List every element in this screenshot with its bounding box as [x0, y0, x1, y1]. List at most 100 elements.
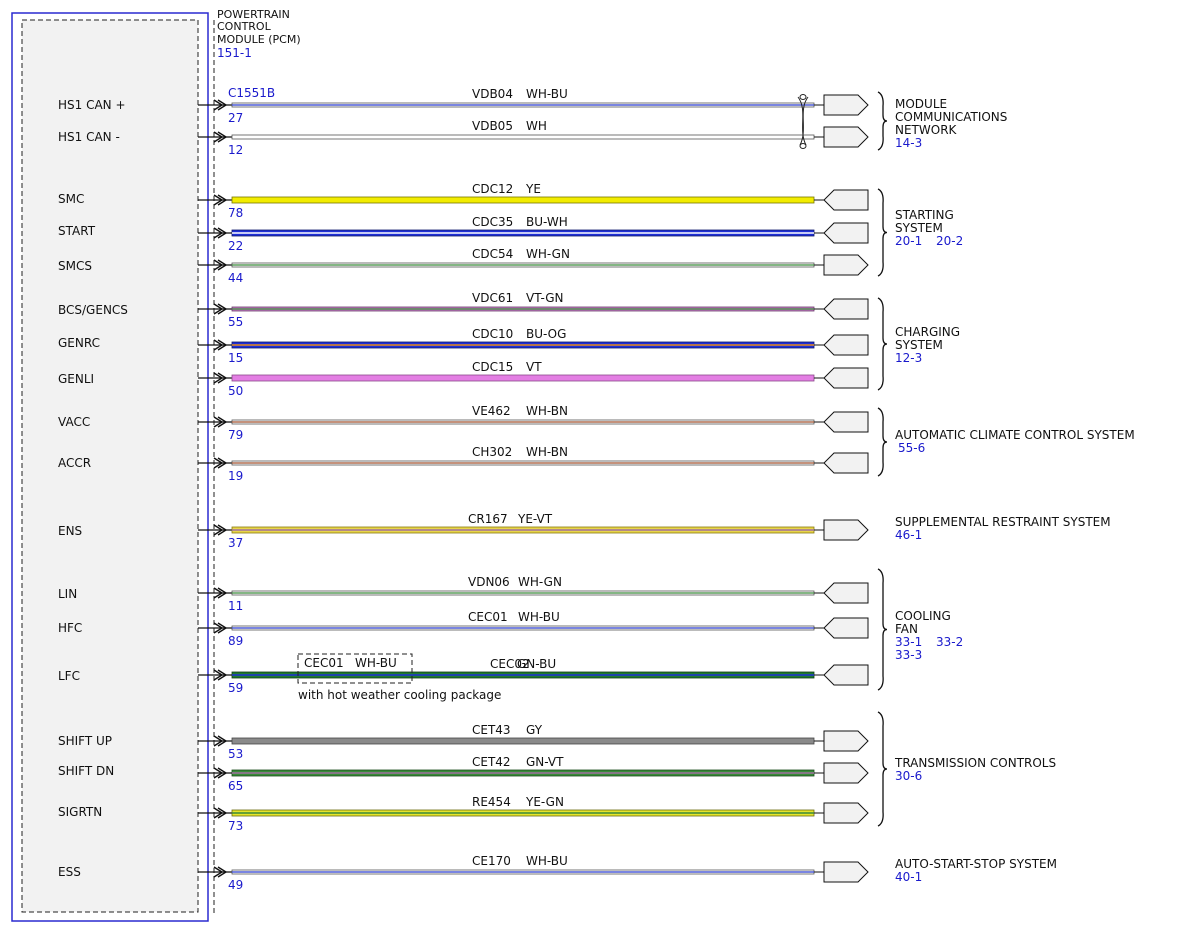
connector-socket-icon — [823, 664, 869, 686]
pin-arrow-icon — [217, 587, 228, 599]
pcm-title: POWERTRAIN CONTROL MODULE (PCM) 151-1 — [217, 8, 301, 60]
pin-arrow-icon — [217, 194, 228, 206]
circuit-id: CDC15 — [472, 360, 513, 374]
pin-number: 15 — [228, 351, 243, 365]
option-note-box — [297, 653, 413, 684]
wire — [231, 374, 815, 382]
twisted-pair-icon — [797, 94, 809, 149]
pin-arrow-icon — [217, 669, 228, 681]
group-brace — [877, 711, 888, 827]
circuit-id: CDC54 — [472, 247, 513, 261]
signal-label: ENS — [58, 524, 82, 538]
system-label: FAN — [895, 622, 918, 636]
wire-color-code: WH-BU — [526, 854, 568, 868]
system-label: STARTING — [895, 208, 954, 222]
signal-label: LIN — [58, 587, 77, 601]
system-ref: 55-6 — [898, 441, 925, 455]
pin-arrow-icon — [213, 194, 224, 206]
pin-arrow-icon — [217, 807, 228, 819]
system-label: NETWORK — [895, 123, 958, 137]
pin-arrow-icon — [217, 524, 228, 536]
wire-color-code: WH-BU — [526, 87, 568, 101]
pin-number: 59 — [228, 681, 243, 695]
pin-arrow-icon — [213, 259, 224, 271]
signal-label: ACCR — [58, 456, 91, 470]
connector-arrow-icon — [823, 762, 869, 784]
connector-id: C1551B — [228, 86, 275, 100]
pin-arrow-icon — [213, 735, 224, 747]
pin-arrow-icon — [217, 303, 228, 315]
system-ref: 46-1 — [895, 528, 922, 542]
system-ref: 20-2 — [936, 234, 963, 248]
group-brace — [877, 407, 888, 477]
signal-label: SMCS — [58, 259, 92, 273]
circuit-id: CR167 — [468, 512, 508, 526]
pin-arrow-icon — [217, 457, 228, 469]
pin-arrow-icon — [213, 669, 224, 681]
pin-number: 53 — [228, 747, 243, 761]
signal-label: HS1 CAN + — [58, 98, 126, 112]
pin-number: 27 — [228, 111, 243, 125]
connector-arrow-icon — [823, 519, 869, 541]
circuit-id: VE462 — [472, 404, 511, 418]
pin-arrow-icon — [213, 524, 224, 536]
system-ref: 40-1 — [895, 870, 922, 884]
option-note-text: with hot weather cooling package — [298, 688, 501, 702]
pin-arrow-icon — [217, 767, 228, 779]
pin-arrow-icon — [217, 227, 228, 239]
system-ref: 30-6 — [895, 769, 922, 783]
pin-arrow-icon — [217, 866, 228, 878]
system-label: AUTOMATIC CLIMATE CONTROL SYSTEM — [895, 428, 1135, 442]
group-brace — [877, 188, 888, 277]
pin-arrow-icon — [217, 372, 228, 384]
signal-label: SIGRTN — [58, 805, 102, 819]
signal-label: GENRC — [58, 336, 100, 350]
signal-label: GENLI — [58, 372, 94, 386]
circuit-id: VDN06 — [468, 575, 510, 589]
wire — [231, 196, 815, 204]
connector-socket-icon — [823, 222, 869, 244]
circuit-id: VDC61 — [472, 291, 513, 305]
circuit-id: CEC01 — [468, 610, 508, 624]
pin-number: 49 — [228, 878, 243, 892]
pcm-title-line: CONTROL — [217, 20, 272, 33]
pin-number: 37 — [228, 536, 243, 550]
signal-label: ESS — [58, 865, 81, 879]
group-brace — [877, 568, 888, 691]
pin-arrow-icon — [213, 227, 224, 239]
pin-arrow-icon — [213, 767, 224, 779]
signal-label: BCS/GENCS — [58, 303, 128, 317]
wire-color-code: WH-GN — [526, 247, 570, 261]
system-ref: 33-1 — [895, 635, 922, 649]
pcm-title-line: MODULE (PCM) — [217, 33, 301, 46]
pin-number: 89 — [228, 634, 243, 648]
system-label: CHARGING — [895, 325, 960, 339]
system-ref: 14-3 — [895, 136, 922, 150]
circuit-id: CDC10 — [472, 327, 513, 341]
system-label: MODULE — [895, 97, 947, 111]
pin-arrow-icon — [213, 339, 224, 351]
pin-arrow-icon — [217, 99, 228, 111]
connector-arrow-icon — [823, 861, 869, 883]
circuit-id: CDC35 — [472, 215, 513, 229]
pin-arrow-icon — [213, 622, 224, 634]
signal-label: START — [58, 224, 96, 238]
connector-arrow-icon — [823, 126, 869, 148]
signal-label: HFC — [58, 621, 82, 635]
pin-arrow-icon — [213, 372, 224, 384]
wire-color-code: WH-GN — [518, 575, 562, 589]
pin-number: 44 — [228, 271, 243, 285]
pin-number: 78 — [228, 206, 243, 220]
pin-arrow-icon — [213, 131, 224, 143]
wire-color-code: GY — [526, 723, 543, 737]
wire-color-code: GN-VT — [526, 755, 564, 769]
